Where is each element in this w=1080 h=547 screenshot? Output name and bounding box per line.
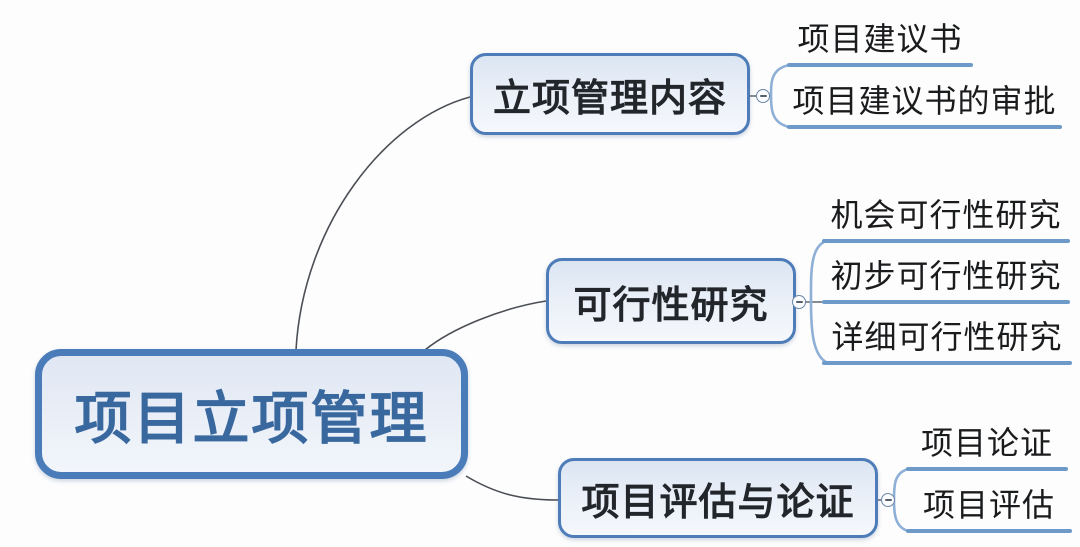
root-node[interactable]: 项目立项管理 [35,349,468,479]
leaf-node-preliminary-feasibility[interactable]: 初步可行性研究 [822,258,1070,304]
leaf-underline [906,467,1068,471]
leaf-underline [906,529,1072,533]
leaf-node-label: 机会可行性研究 [830,197,1062,233]
leaf-underline [787,125,1062,129]
leaf-underline [822,300,1070,304]
collapse-minus-icon [795,301,803,303]
leaf-node-label: 初步可行性研究 [830,258,1062,294]
leaf-node-label: 项目论证 [920,425,1053,461]
collapse-minus-icon [884,499,892,501]
leaf-underline [787,63,973,67]
leaf-node-project-evaluation[interactable]: 项目评估 [906,487,1072,533]
connector-root-to-branch3 [465,475,559,501]
children-bracket-branch2 [809,239,830,365]
branch-node-feasibility-study[interactable]: 可行性研究 [546,258,796,344]
leaf-node-project-argumentation[interactable]: 项目论证 [906,425,1068,471]
children-bracket-branch1 [769,63,791,129]
collapse-toggle-branch2[interactable] [792,295,806,309]
branch-node-label: 立项管理内容 [492,77,727,120]
leaf-node-label: 项目建议书的审批 [792,83,1057,119]
connector-root-to-branch1 [295,96,471,351]
collapse-toggle-branch1[interactable] [756,89,770,103]
leaf-underline [822,361,1072,365]
branch-node-label: 项目评估与论证 [581,481,855,524]
connector-root-to-branch2 [424,300,547,351]
leaf-node-label: 项目建议书 [797,21,963,57]
leaf-underline [822,239,1070,243]
branch-node-initiation-content[interactable]: 立项管理内容 [470,53,750,135]
leaf-node-label: 项目评估 [922,487,1055,523]
collapse-minus-icon [759,95,767,97]
leaf-node-opportunity-feasibility[interactable]: 机会可行性研究 [822,197,1070,243]
root-node-label: 项目立项管理 [74,387,429,451]
leaf-node-detailed-feasibility[interactable]: 详细可行性研究 [822,319,1072,365]
branch-node-evaluation-argumentation[interactable]: 项目评估与论证 [558,458,878,538]
collapse-toggle-branch3[interactable] [881,493,895,507]
leaf-node-label: 详细可行性研究 [831,319,1063,355]
branch-node-label: 可行性研究 [573,284,769,327]
leaf-node-proposal-approval[interactable]: 项目建议书的审批 [787,83,1062,129]
leaf-node-project-proposal[interactable]: 项目建议书 [787,21,973,67]
